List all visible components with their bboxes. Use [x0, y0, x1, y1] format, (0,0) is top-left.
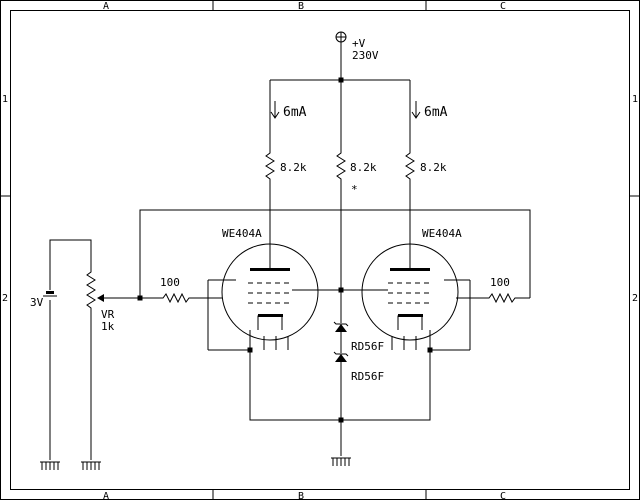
col-b-bottom: B [298, 491, 304, 500]
supply-terminal [335, 31, 347, 80]
current-right: 6mA [424, 105, 448, 120]
resistor-plate-center-label: 8.2k [350, 161, 377, 174]
resistor-plate-left [265, 150, 275, 182]
potentiometer [86, 268, 140, 460]
row-1-right: 1 [632, 94, 638, 105]
tube-left-label: WE404A [222, 227, 262, 240]
resistor-grid-right-label: 100 [490, 276, 510, 289]
ground-icon [40, 461, 60, 470]
col-a-top: A [103, 1, 109, 12]
battery [43, 239, 92, 460]
tube-left [221, 243, 319, 350]
resistor-plate-left-label: 8.2k [280, 161, 307, 174]
tube-right [361, 243, 459, 350]
resistor-grid-right [456, 292, 530, 304]
zener-lower [333, 351, 349, 456]
col-b-top: B [298, 1, 304, 12]
resistor-grid-left-label: 100 [160, 276, 180, 289]
arrow-icon [270, 101, 280, 119]
row-1-left: 1 [2, 94, 8, 105]
resistor-center-mark: * [351, 183, 358, 196]
plate-leads [269, 182, 411, 290]
pot-name: VR [101, 308, 115, 321]
frame-inner [10, 10, 630, 490]
col-c-top: C [500, 1, 506, 12]
current-left: 6mA [283, 105, 307, 120]
arrow-icon [411, 101, 421, 119]
supply-label: +V [352, 37, 366, 50]
resistor-plate-right [405, 150, 415, 182]
ground-icon [331, 457, 351, 466]
row-2-right: 2 [632, 293, 638, 304]
tube-right-label: WE404A [422, 227, 462, 240]
row-2-left: 2 [2, 293, 8, 304]
resistor-plate-center [336, 150, 346, 182]
ground-icon [81, 461, 101, 470]
resistor-plate-right-label: 8.2k [420, 161, 447, 174]
junction-cathode-left [247, 347, 253, 353]
junction-bottom [338, 417, 344, 423]
col-c-bottom: C [500, 491, 506, 500]
supply-voltage: 230V [352, 49, 379, 62]
battery-label: 3V [30, 296, 44, 309]
pot-value: 1k [101, 320, 115, 333]
junction-cathode-right [427, 347, 433, 353]
col-a-bottom: A [103, 491, 109, 500]
resistor-grid-left [140, 292, 222, 304]
zener-upper-label: RD56F [351, 340, 384, 353]
zener-upper [333, 290, 349, 353]
zener-lower-label: RD56F [351, 370, 384, 383]
feedback-loop [139, 209, 531, 351]
junction-top [338, 77, 344, 83]
